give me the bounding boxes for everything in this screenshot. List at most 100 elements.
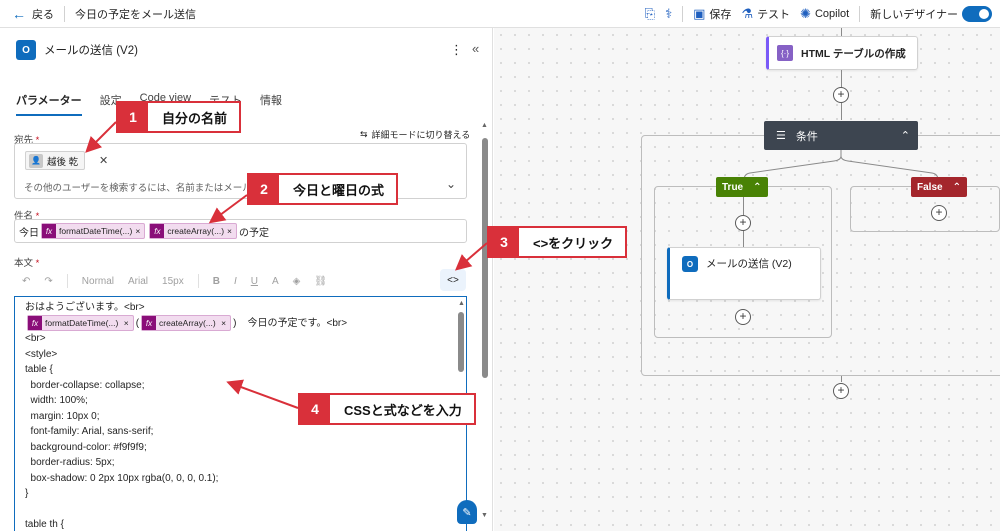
underline-icon[interactable]: U xyxy=(250,275,258,287)
editor-line: border-radius: 5px; xyxy=(25,457,115,468)
send-mail-node[interactable]: O メールの送信 (V2) xyxy=(667,247,821,300)
divider xyxy=(859,6,861,22)
chevron-up-icon[interactable]: ⌃ xyxy=(900,130,910,142)
editor-line: おはようございます。<br> xyxy=(25,302,145,313)
editor-line: } xyxy=(25,488,29,499)
font-select[interactable]: Arial xyxy=(128,275,149,287)
editor-scroll-thumb[interactable] xyxy=(458,312,464,372)
copilot-fab-icon[interactable]: ✎ xyxy=(457,500,477,524)
tab-parameters[interactable]: パラメーター xyxy=(16,92,82,116)
size-select[interactable]: 15px xyxy=(162,275,184,287)
collapse-panel-icon[interactable]: « xyxy=(472,41,480,56)
back-label: 戻る xyxy=(32,8,54,21)
subject-prefix: 今日 xyxy=(19,227,39,239)
chevron-up-icon: ⌃ xyxy=(753,181,762,193)
add-step-icon[interactable]: + xyxy=(931,205,947,221)
editor-line: box-shadow: 0 2px 10px rgba(0, 0, 0, 0.1… xyxy=(25,472,219,484)
more-options-icon[interactable]: ⋮ xyxy=(450,42,463,57)
switch-mode-icon: ⇆ xyxy=(360,129,368,139)
body-label: 本文 * xyxy=(14,258,40,269)
add-step-icon[interactable]: + xyxy=(833,383,849,399)
recipient-name: 越後 乾 xyxy=(47,156,79,168)
divider xyxy=(64,5,65,22)
redo-icon[interactable]: ↷ xyxy=(44,275,53,287)
copilot-label: Copilot xyxy=(814,8,850,20)
chevron-down-icon[interactable]: ⌄ xyxy=(445,177,456,191)
action-config-panel: O メールの送信 (V2) ⋮ « パラメーター 設定 Code view テス… xyxy=(0,28,493,531)
editor-line: margin: 10px 0; xyxy=(25,410,100,422)
add-step-icon[interactable]: + xyxy=(735,215,751,231)
back-button[interactable]: ← 戻る xyxy=(0,0,64,27)
tab-about[interactable]: 情報 xyxy=(260,95,283,107)
back-arrow-icon: ← xyxy=(12,5,26,22)
copilot-icon: ✺ xyxy=(800,6,811,21)
new-designer-toggle-group: 新しいデザイナー xyxy=(870,6,992,22)
callout-text: <>をクリック xyxy=(533,235,614,251)
html-table-node[interactable]: {·} HTML テーブルの作成 xyxy=(766,36,918,70)
flow-checker-icon[interactable]: ⚕ xyxy=(665,6,673,21)
feedback-icon[interactable]: ⎘ xyxy=(644,6,656,21)
undo-icon[interactable]: ↶ xyxy=(22,275,31,287)
fx-icon: fx xyxy=(150,224,165,238)
panel-scrollbar[interactable]: ▲ ▼ xyxy=(481,120,489,520)
editor-line: table { xyxy=(25,364,53,375)
recipient-chip[interactable]: 👤 越後 乾 xyxy=(25,151,86,170)
callout-2: 2 今日と曜日の式 xyxy=(247,173,399,205)
to-label: 宛先 * xyxy=(14,135,40,146)
bold-icon[interactable]: B xyxy=(212,275,220,287)
code-view-toggle-button[interactable]: <> xyxy=(440,269,466,291)
to-search-input[interactable]: その他のユーザーを検索するには、名前またはメール アドレス xyxy=(24,183,293,194)
false-branch-label[interactable]: False⌃ xyxy=(911,177,967,197)
editor-scroll-up-icon[interactable]: ▲ xyxy=(458,300,465,307)
callout-text: 自分の名前 xyxy=(162,110,228,126)
test-button[interactable]: ⚗ テスト xyxy=(741,6,790,22)
chevron-up-icon: ⌃ xyxy=(952,181,961,193)
connector xyxy=(841,28,842,36)
scroll-thumb[interactable] xyxy=(482,138,488,378)
condition-label: 条件 xyxy=(795,130,818,143)
scroll-up-icon[interactable]: ▲ xyxy=(481,122,488,129)
panel-title: メールの送信 (V2) xyxy=(44,45,138,57)
editor-line: border-collapse: collapse; xyxy=(25,379,145,391)
add-step-icon[interactable]: + xyxy=(735,309,751,325)
callout-3: 3 <>をクリック xyxy=(487,226,628,258)
font-color-icon[interactable]: A xyxy=(271,275,279,287)
callout-number: 1 xyxy=(118,103,148,131)
new-designer-label: 新しいデザイナー xyxy=(870,9,958,21)
editor-toolbar: ↶ ↷ Normal Arial 15px B I U A ◈ ⛓ xyxy=(14,268,467,294)
detail-mode-toggle[interactable]: ⇆ 詳細モードに切り替える xyxy=(360,128,470,141)
save-button[interactable]: ▣ 保存 xyxy=(693,6,731,22)
flask-icon: ⚗ xyxy=(741,6,754,21)
save-label: 保存 xyxy=(709,9,732,21)
callout-4: 4 CSSと式などを入力 xyxy=(298,393,476,425)
outlook-icon: O xyxy=(16,40,36,60)
link-icon[interactable]: ⛓ xyxy=(314,275,328,287)
true-branch-label[interactable]: True⌃ xyxy=(716,177,768,197)
remove-recipient-icon[interactable]: ✕ xyxy=(99,155,109,167)
to-field[interactable]: 👤 越後 乾 ✕ その他のユーザーを検索するには、名前またはメール アドレス ⌄ xyxy=(14,143,467,199)
add-step-icon[interactable]: + xyxy=(833,87,849,103)
editor-line: background-color: #f9f9f9; xyxy=(25,441,147,453)
condition-node[interactable]: ☰ 条件 ⌃ xyxy=(764,121,918,150)
new-designer-toggle[interactable] xyxy=(962,6,992,22)
copilot-button[interactable]: ✺ Copilot xyxy=(800,6,849,22)
editor-line xyxy=(25,502,347,518)
callout-number: 2 xyxy=(249,175,279,203)
editor-line: table th { xyxy=(25,519,64,530)
highlight-icon[interactable]: ◈ xyxy=(292,275,301,287)
test-label: テスト xyxy=(757,9,791,21)
italic-icon[interactable]: I xyxy=(233,275,237,287)
flow-canvas[interactable]: {·} HTML テーブルの作成 + ☰ 条件 ⌃ True⌃ + O メールの… xyxy=(494,28,1000,531)
style-select[interactable]: Normal xyxy=(81,275,115,287)
subject-label: 件名 * xyxy=(14,211,40,222)
top-bar: ← 戻る 今日の予定をメール送信 ⎘ ⚕ ▣ 保存 ⚗ テスト ✺ Copilo… xyxy=(0,0,1000,28)
scroll-down-icon[interactable]: ▼ xyxy=(481,512,488,519)
flow-name: 今日の予定をメール送信 xyxy=(75,8,196,21)
callout-1: 1 自分の名前 xyxy=(116,101,242,133)
editor-line: width: 100%; xyxy=(25,395,88,406)
